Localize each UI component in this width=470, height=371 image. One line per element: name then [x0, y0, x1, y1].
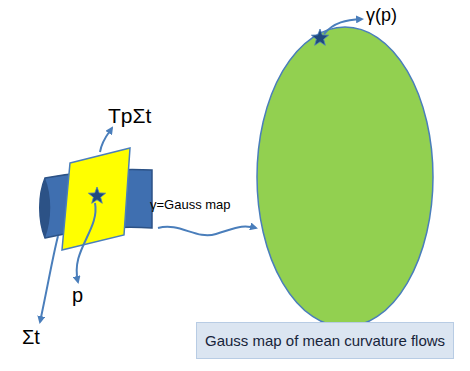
- point-star: [311, 29, 328, 45]
- leader-arrow: [324, 19, 362, 34]
- surface-edge: [40, 178, 51, 238]
- tangent-plane: [62, 148, 130, 250]
- point-star: [88, 187, 105, 203]
- point-label: p: [72, 284, 83, 306]
- map-arrow: [158, 226, 256, 235]
- leader-arrow: [100, 128, 112, 152]
- map-label: γ=Gauss map: [150, 198, 231, 212]
- leader-arrow: [40, 236, 58, 322]
- image-point-label: γ(p): [366, 6, 397, 26]
- surface-label: Σt: [22, 326, 40, 348]
- caption-box: Gauss map of mean curvature flows: [196, 322, 454, 359]
- tangent-plane-label: TpΣt: [108, 104, 151, 127]
- leader-arrow: [77, 203, 96, 282]
- sphere: [257, 27, 433, 327]
